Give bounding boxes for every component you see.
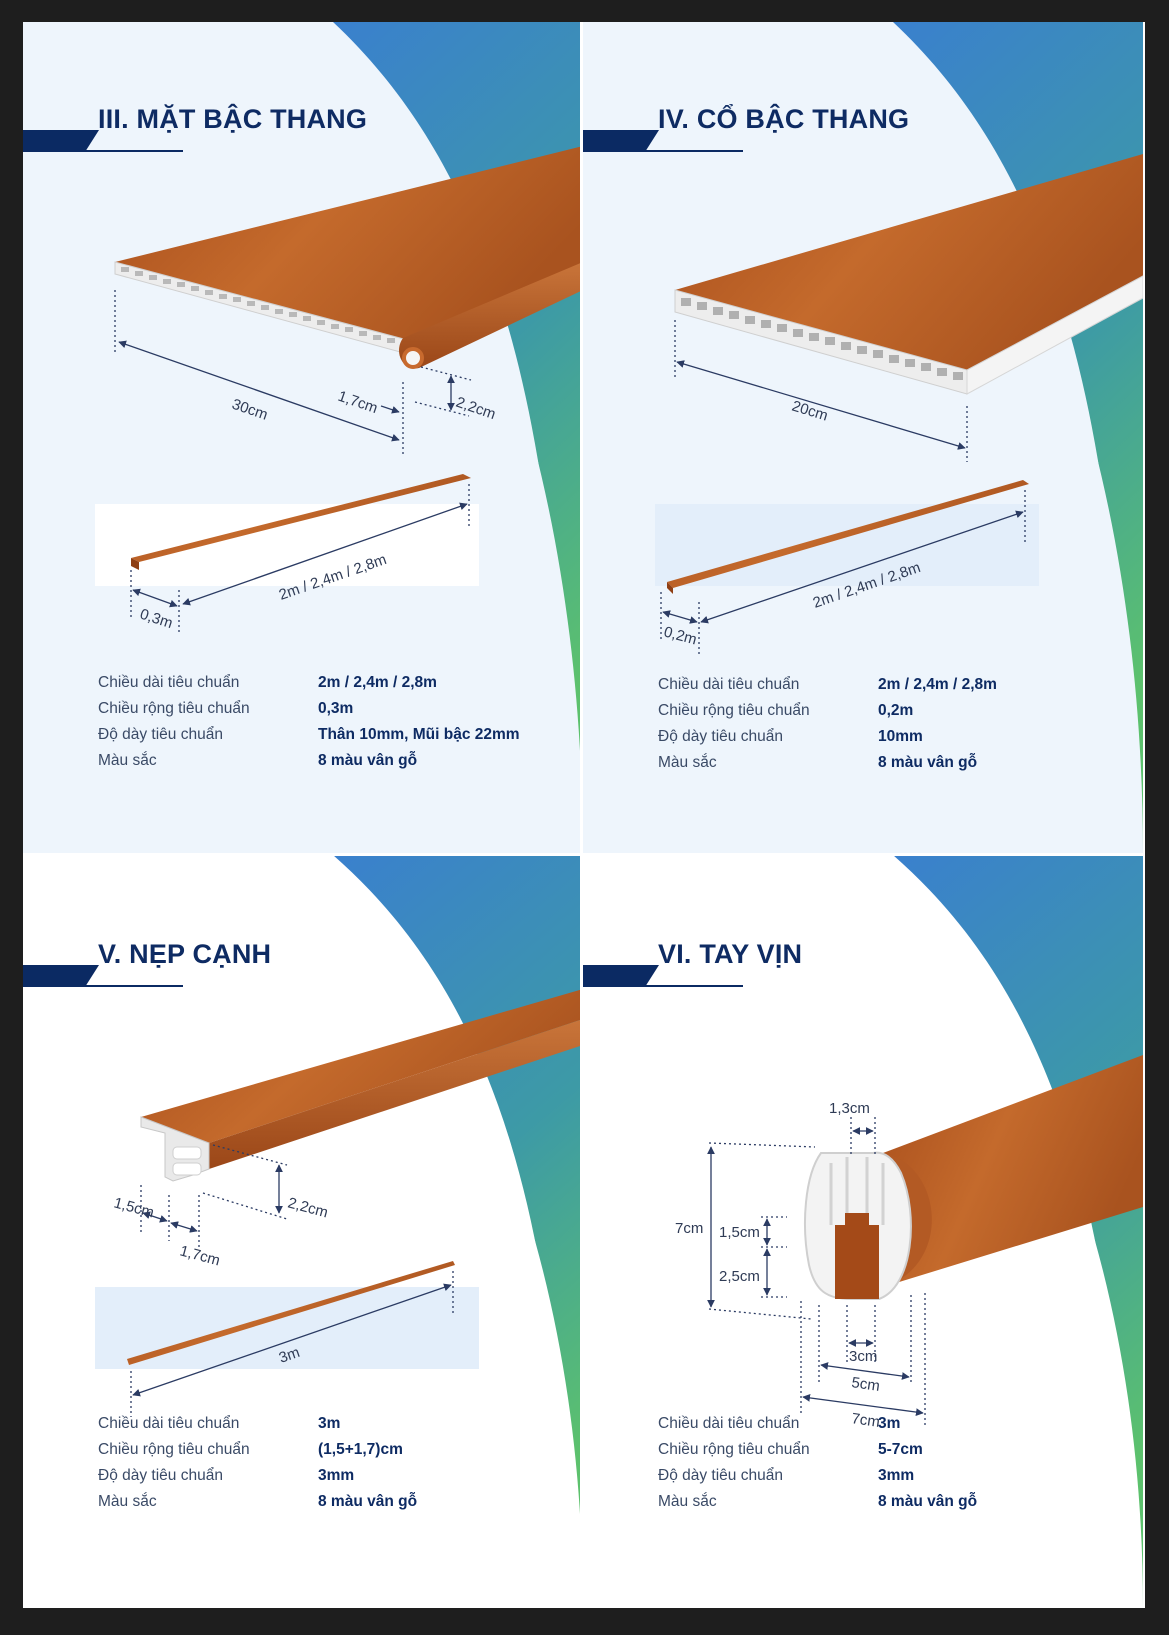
title-rule: [645, 985, 743, 987]
panel-tay-vin: VI. TAY VỊN: [583, 855, 1143, 1608]
catalog-sheet: III. MẶT BẬC THANG: [23, 22, 1145, 1608]
dim-inner-a: 1,5cm: [719, 1224, 760, 1241]
spec-row-width: Chiều rộng tiêu chuẩn(1,5+1,7)cm: [98, 1441, 403, 1458]
title-tab: [23, 965, 99, 987]
section-title: V. NẸP CẠNH: [98, 939, 272, 969]
dim-mid: 5cm: [850, 1374, 880, 1395]
dim-w1: 1,5cm: [112, 1194, 156, 1221]
rail-body: [883, 1055, 1143, 1287]
title-tab: [583, 965, 659, 987]
product-illustration: 1,5cm 1,7cm 2,2cm 3m: [95, 989, 583, 1417]
dim-nose-height: 2,2cm: [454, 394, 498, 423]
title-rule: [85, 985, 183, 987]
product-illustration: 1,3cm 7cm 1,5cm 2,5cm 3cm 5cm 7cm: [655, 1055, 1143, 1431]
panel-nep-canh: V. NẸP CẠNH 1,5cm 1,7cm 2,2cm: [23, 855, 583, 1608]
product-illustration: 30cm 1,7cm 2,2cm 2m / 2,4m / 2,8m 0,3m: [95, 146, 583, 632]
dim-inner-b: 2,5cm: [719, 1268, 760, 1285]
dim-nose-width: 1,7cm: [336, 388, 380, 417]
dim-depth: 20cm: [790, 398, 830, 425]
title-rule: [645, 150, 743, 152]
dim-depth: 30cm: [230, 396, 270, 424]
board-holes: [121, 267, 395, 343]
title-rule: [85, 150, 183, 152]
dim-w2: 1,7cm: [178, 1242, 222, 1269]
panel-co-bac-thang: IV. CỔ BẬC THANG 20cm: [583, 22, 1143, 855]
dim-h: 2,2cm: [286, 1194, 330, 1221]
dim-length: 3m: [277, 1344, 302, 1367]
trim-top: [141, 989, 583, 1143]
dim-width: 0,2m: [662, 623, 699, 648]
thumb-bg: [95, 504, 479, 586]
riser-top: [675, 154, 1143, 370]
section-title: IV. CỔ BẬC THANG: [658, 104, 910, 134]
section-title: VI. TAY VỊN: [658, 939, 803, 969]
board-nose: [398, 262, 583, 369]
section-title: III. MẶT BẬC THANG: [98, 104, 368, 134]
panel-divider-vertical: [580, 22, 583, 1608]
dim-slot: 3cm: [849, 1348, 877, 1365]
dim-height: 7cm: [675, 1220, 703, 1237]
panel-divider-horizontal: [23, 853, 1145, 856]
dim-width: 7cm: [850, 1410, 880, 1431]
title-tab: [583, 130, 659, 152]
dim-width: 0,3m: [138, 606, 175, 632]
dim-top: 1,3cm: [829, 1100, 870, 1117]
panel-mat-bac-thang: III. MẶT BẬC THANG: [23, 22, 583, 855]
title-tab: [23, 130, 99, 152]
product-illustration: 20cm 2m / 2,4m / 2,8m 0,2m: [655, 154, 1143, 654]
